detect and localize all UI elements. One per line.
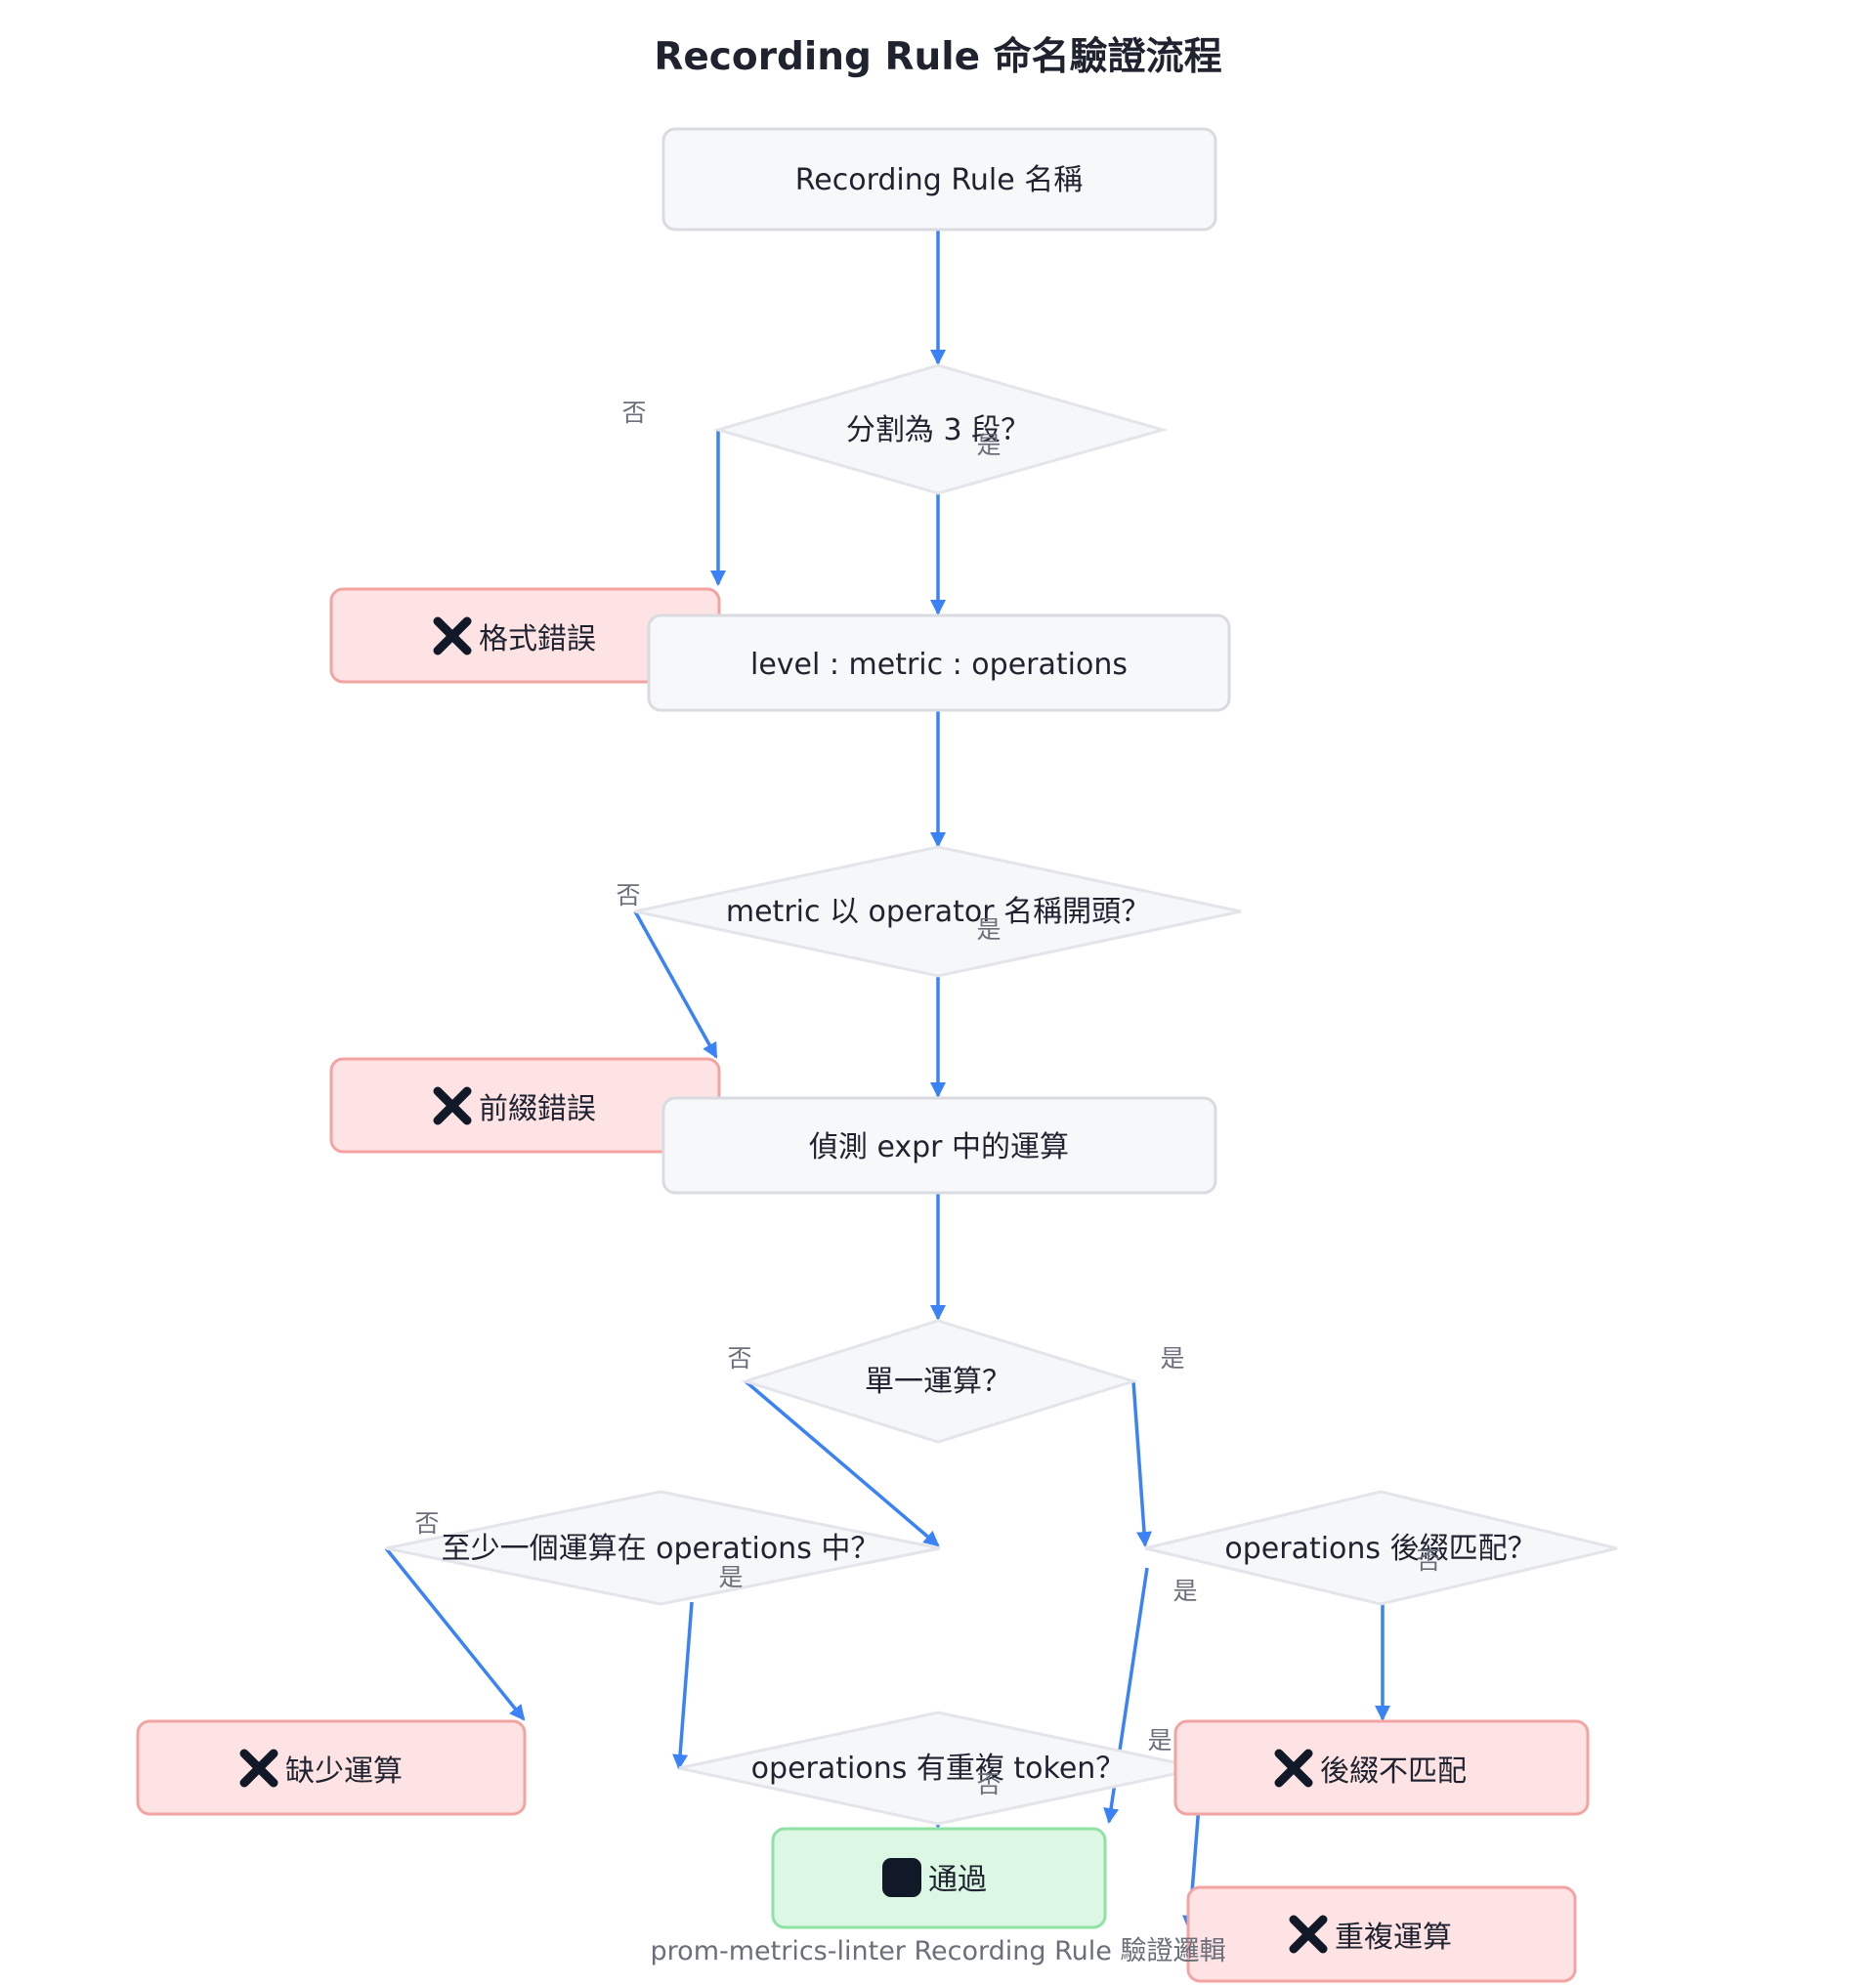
node-duplicate-error[interactable]: 重複運算	[1186, 1885, 1577, 1983]
edge-label-prefix-yes: 是	[976, 915, 1001, 944]
node-single-op-check[interactable]: 單一運算？	[741, 1319, 1139, 1444]
suffix-check-diamond[interactable]	[1144, 1490, 1618, 1606]
duplicate-check-diamond[interactable]	[678, 1711, 1203, 1826]
x-icon	[1289, 1915, 1328, 1954]
node-duplicate-check[interactable]: operations 有重複 token？	[678, 1711, 1203, 1826]
x-icon	[433, 1086, 472, 1125]
split-check-diamond[interactable]	[712, 363, 1169, 495]
single-op-label: 單一運算？	[865, 1365, 1011, 1399]
duplicate-check-label: operations 有重複 token？	[751, 1752, 1126, 1786]
node-prefix-error[interactable]: 前綴錯誤	[329, 1057, 721, 1154]
edge-label-duplicate-yes: 是	[1147, 1726, 1172, 1754]
edge-label-split-no: 否	[621, 399, 646, 427]
start-box[interactable]	[661, 127, 1217, 232]
node-suffix-error[interactable]: 後綴不匹配	[1173, 1719, 1590, 1816]
edge-labels: 否 是 否 是 否 是 否 是 是 否 是 否	[414, 399, 1440, 1798]
x-icon	[239, 1749, 278, 1788]
edge-at-least-one-to-missing	[384, 1546, 526, 1721]
detect-box[interactable]	[661, 1096, 1217, 1195]
node-at-least-one-check[interactable]: 至少一個運算在 operations 中？	[385, 1490, 941, 1606]
stop-icon	[882, 1858, 921, 1897]
node-suffix-check[interactable]: operations 後綴匹配？	[1144, 1490, 1618, 1606]
edge-label-single-yes: 是	[1160, 1344, 1184, 1373]
missing-op-error-box[interactable]	[136, 1719, 527, 1816]
split-check-label: 分割為 3 段？	[846, 413, 1030, 447]
suffix-check-label: operations 後綴匹配？	[1224, 1532, 1536, 1566]
duplicate-error-box[interactable]	[1186, 1885, 1577, 1983]
edge-label-duplicate-no: 否	[976, 1770, 1001, 1798]
edge-label-at-least-one-no: 否	[414, 1509, 439, 1538]
at-least-one-diamond[interactable]	[385, 1490, 941, 1606]
diagram-title: Recording Rule 命名驗證流程	[654, 35, 1221, 79]
node-pass[interactable]: 通過	[771, 1827, 1107, 1929]
edge-single-to-suffix	[1131, 1380, 1152, 1547]
start-label: Recording Rule 名稱	[795, 163, 1083, 197]
node-format-error[interactable]: 格式錯誤	[329, 587, 721, 684]
duplicate-error-label: 重複運算	[1335, 1921, 1452, 1955]
diagram-caption: prom-metrics-linter Recording Rule 驗證邏輯	[651, 1936, 1226, 1966]
node-prefix-check[interactable]: metric 以 operator 名稱開頭？	[634, 845, 1242, 978]
edge-label-prefix-no: 否	[616, 881, 640, 909]
edge-single-to-at-least-one	[744, 1379, 940, 1547]
edge-label-split-yes: 是	[976, 431, 1001, 459]
node-start[interactable]: Recording Rule 名稱	[661, 127, 1217, 232]
detect-label: 偵測 expr 中的運算	[809, 1130, 1069, 1164]
single-op-diamond[interactable]	[741, 1319, 1139, 1444]
structure-box[interactable]	[647, 613, 1231, 712]
edge-prefix-to-prefix-error	[633, 910, 718, 1059]
pass-label: 通過	[928, 1863, 987, 1897]
edge-label-suffix-no: 否	[1416, 1546, 1440, 1575]
prefix-check-diamond[interactable]	[634, 845, 1242, 978]
x-icon	[1274, 1749, 1313, 1788]
prefix-check-label: metric 以 operator 名稱開頭？	[726, 895, 1150, 929]
edge-label-at-least-one-yes: 是	[718, 1563, 743, 1591]
edge-at-least-one-to-duplicate	[672, 1601, 694, 1770]
format-error-label: 格式錯誤	[479, 622, 596, 656]
structure-label: level : metric : operations	[750, 648, 1128, 682]
edge-label-suffix-yes: 是	[1172, 1577, 1197, 1605]
node-structure[interactable]: level : metric : operations	[647, 613, 1231, 712]
node-split-check[interactable]: 分割為 3 段？	[712, 363, 1169, 495]
prefix-error-label: 前綴錯誤	[479, 1092, 596, 1126]
suffix-error-box[interactable]	[1173, 1719, 1590, 1816]
pass-box[interactable]	[771, 1827, 1107, 1929]
suffix-error-label: 後綴不匹配	[1320, 1754, 1467, 1789]
missing-op-error-label: 缺少運算	[285, 1754, 403, 1789]
node-missing-op-error[interactable]: 缺少運算	[136, 1719, 527, 1816]
x-icon	[433, 616, 472, 655]
node-detect[interactable]: 偵測 expr 中的運算	[661, 1096, 1217, 1195]
at-least-one-label: 至少一個運算在 operations 中？	[442, 1532, 880, 1566]
edge-label-single-no: 否	[727, 1344, 751, 1373]
